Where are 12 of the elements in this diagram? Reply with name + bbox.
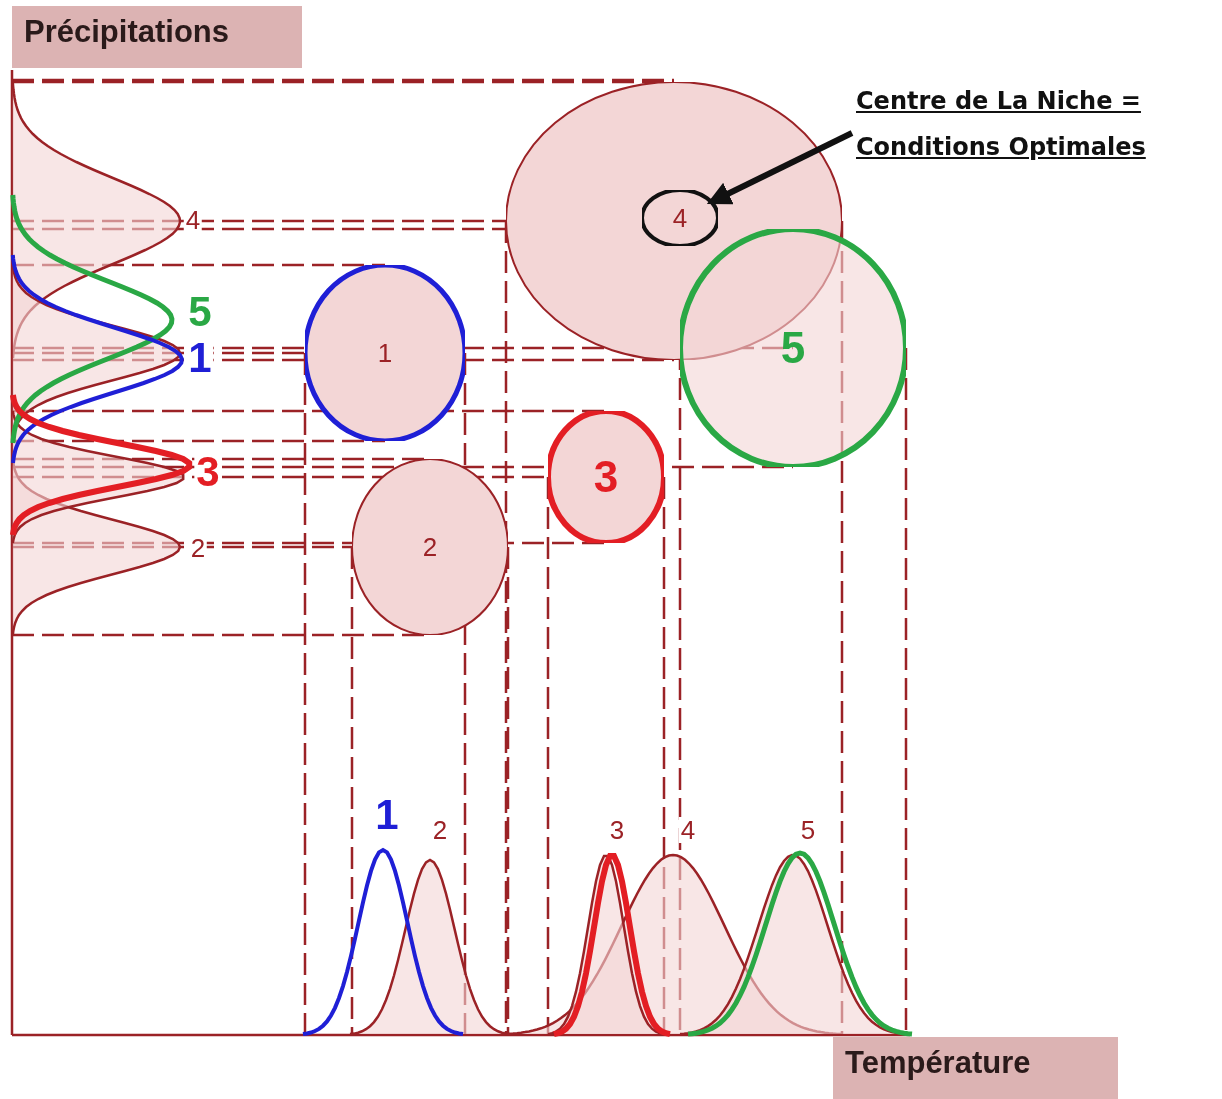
curve-number: 4: [678, 817, 698, 843]
axis-title-text: Température: [845, 1045, 1031, 1081]
niche-number: 2: [422, 534, 438, 560]
axis-title-text: Précipitations: [24, 14, 229, 50]
leader-arrow: [706, 130, 854, 205]
axis-title: [833, 1037, 1118, 1099]
niche-number: 3: [593, 455, 619, 499]
callout-text: Centre de La Niche = Conditions Optimales: [856, 86, 1147, 163]
niche-number: 4: [672, 205, 688, 231]
niche-number: 1: [377, 340, 393, 366]
axis-title: [12, 6, 302, 68]
niche-number: 5: [780, 326, 806, 370]
